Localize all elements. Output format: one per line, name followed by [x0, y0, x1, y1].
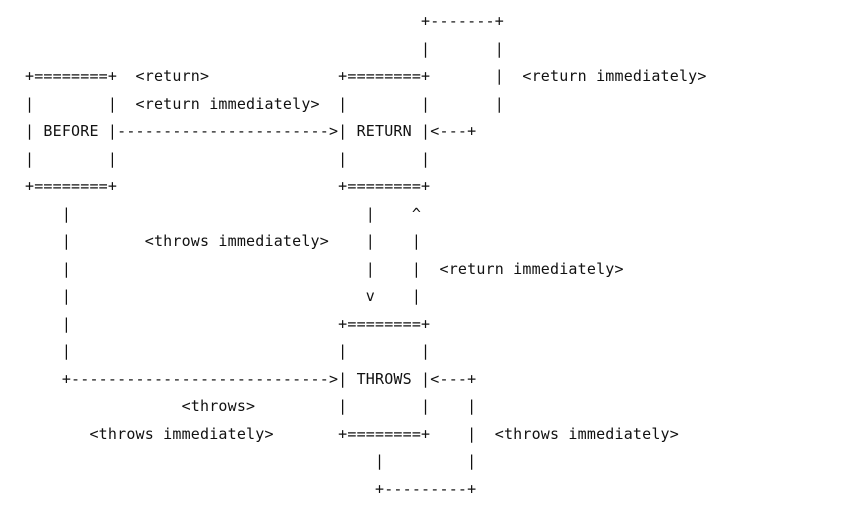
diagram-line: | | | <return immediately> — [25, 260, 624, 278]
diagram-line: | | <return immediately> | | | — [25, 95, 504, 113]
diagram-line: +========+ +========+ — [25, 177, 431, 195]
diagram-line: | | | | — [25, 150, 431, 168]
diagram-line: +---------------------------->| THROWS |… — [25, 370, 477, 388]
diagram-line: | <throws immediately> | | — [25, 232, 422, 250]
diagram-line: <throws> | | | — [25, 397, 477, 415]
diagram-line: +========+ <return> +========+ | <return… — [25, 67, 707, 85]
diagram-line: | +========+ — [25, 315, 431, 333]
diagram-line: <throws immediately> +========+ | <throw… — [25, 425, 679, 443]
diagram-line: | BEFORE |----------------------->| RETU… — [25, 122, 477, 140]
diagram-line: | | — [25, 452, 477, 470]
diagram-line: | v | — [25, 287, 422, 305]
diagram-line: | | | — [25, 342, 431, 360]
diagram-line: | | ^ — [25, 205, 422, 223]
diagram-line: +---------+ — [25, 480, 477, 498]
diagram-line: | | — [25, 40, 504, 58]
diagram-line: +-------+ — [25, 12, 504, 30]
